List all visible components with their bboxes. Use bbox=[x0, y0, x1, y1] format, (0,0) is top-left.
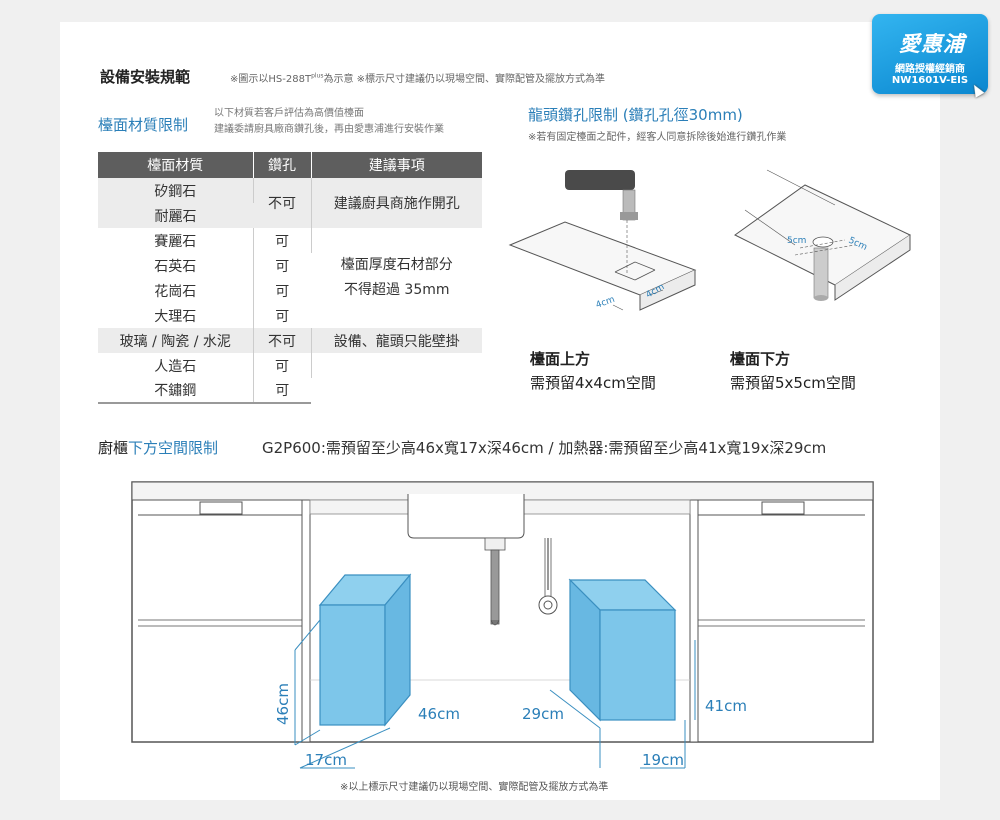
table-row: 耐麗石 bbox=[98, 203, 482, 228]
left-height-label: 46cm bbox=[274, 683, 292, 725]
right-height-label: 41cm bbox=[705, 697, 747, 715]
page-title: 設備安裝規範 bbox=[100, 68, 191, 86]
material-table: 檯面材質 鑽孔 建議事項 矽鋼石 不可 建議廚具商施作開孔 耐麗石 賽麗石 可 … bbox=[98, 152, 482, 404]
table-cell-line: 檯面厚度石材部分 bbox=[340, 257, 453, 273]
table-row: 賽麗石 可 檯面厚度石材部分 不得超過 35mm bbox=[98, 228, 482, 298]
faucet-diagram: 4cm 4cm 5cm 5cm bbox=[508, 169, 912, 311]
table-row: 花崗石 可 bbox=[98, 278, 482, 303]
table-cell: 可 bbox=[253, 228, 312, 253]
below-desc: 需預留5x5cm空間 bbox=[730, 374, 856, 392]
badge-dealer-code: NW1601V-EIS bbox=[891, 75, 969, 86]
faucet-note: ※若有固定檯面之配件，經客人同意拆除後始進行鑽孔作業 bbox=[528, 132, 787, 143]
counter-above-drawing: 4cm 4cm bbox=[508, 170, 697, 311]
table-row: 石英石 可 bbox=[98, 253, 482, 278]
table-row: 玻璃 / 陶瓷 / 水泥 不可 設備、龍頭只能壁掛 bbox=[98, 328, 482, 353]
table-cell-merged: 檯面厚度石材部分 不得超過 35mm bbox=[311, 228, 482, 328]
above-label: 檯面上方 bbox=[530, 350, 591, 368]
table-row: 人造石 可 bbox=[98, 353, 482, 378]
table-header: 檯面材質 bbox=[98, 152, 254, 178]
left-depth-label: 46cm bbox=[418, 705, 460, 723]
cabinet-title: 廚櫃下方空間限制 bbox=[98, 439, 219, 457]
above-desc: 需預留4x4cm空間 bbox=[530, 374, 656, 392]
table-cell: 可 bbox=[253, 378, 311, 404]
table-cell-line: 不得超過 35mm bbox=[343, 282, 450, 298]
material-desc-1: 以下材質若客戶評估為高價值檯面 bbox=[214, 108, 364, 119]
table-row: 不鏽鋼 可 bbox=[98, 378, 482, 404]
table-cell: 設備、龍頭只能壁掛 bbox=[311, 328, 482, 353]
purifier-space-box bbox=[318, 573, 412, 727]
table-cell: 石英石 bbox=[98, 253, 254, 278]
table-header: 建議事項 bbox=[311, 152, 482, 178]
cabinet-diagram: 46cm 46cm 17cm 29cm 41cm 19cm bbox=[131, 481, 874, 769]
below-dim-1: 5cm bbox=[787, 236, 806, 246]
right-width-label: 19cm bbox=[642, 751, 684, 769]
table-cell: 人造石 bbox=[98, 353, 254, 378]
above-dim-1: 4cm bbox=[595, 295, 617, 311]
right-depth-label: 29cm bbox=[522, 705, 564, 723]
table-cell: 可 bbox=[275, 283, 290, 300]
table-cell: 花崗石 bbox=[98, 278, 254, 303]
table-cell: 不鏽鋼 bbox=[98, 378, 254, 404]
table-cell: 大理石 bbox=[98, 303, 254, 328]
dealer-badge[interactable]: 愛惠浦 網路授權經銷商 NW1601V-EIS bbox=[872, 14, 988, 94]
table-cell: 賽麗石 bbox=[98, 228, 254, 253]
brand-logo: 愛惠浦 bbox=[899, 32, 965, 56]
material-title: 檯面材質限制 bbox=[98, 116, 189, 134]
cabinet-spec: G2P600:需預留至少高46x寬17x深46cm / 加熱器:需預留至少高41… bbox=[262, 439, 827, 457]
left-width-label: 17cm bbox=[305, 751, 347, 769]
table-cell: 可 bbox=[253, 353, 312, 378]
table-cell: 建議廚具商施作開孔 bbox=[311, 178, 482, 228]
heater-space-box bbox=[568, 578, 677, 722]
badge-dealer-text: 網路授權經銷商 bbox=[895, 64, 965, 75]
faucet-icon bbox=[565, 170, 635, 190]
header-note: ※圖示以HS-288Tplus為示意 ※標示尺寸建議仍以現場空間、實際配管及擺放… bbox=[230, 72, 606, 85]
table-cell bbox=[311, 353, 482, 403]
counter-below-drawing: 5cm 5cm bbox=[734, 169, 912, 301]
table-cell: 可 bbox=[275, 308, 290, 325]
footnote: ※以上標示尺寸建議仍以現場空間、實際配管及擺放方式為準 bbox=[340, 782, 609, 793]
below-label: 檯面下方 bbox=[730, 350, 791, 368]
faucet-title: 龍頭鑽孔限制 (鑽孔孔徑30mm) bbox=[528, 106, 743, 124]
table-row: 矽鋼石 不可 建議廚具商施作開孔 bbox=[98, 178, 482, 228]
table-cell: 可 bbox=[275, 258, 290, 275]
table-cell: 不可 bbox=[253, 328, 312, 353]
table-cell: 耐麗石 bbox=[98, 203, 253, 228]
table-row: 大理石 可 bbox=[98, 303, 482, 328]
material-desc-2: 建議委請廚具廠商鑽孔後，再由愛惠浦進行安裝作業 bbox=[214, 124, 444, 135]
table-cell: 不可 bbox=[253, 178, 312, 228]
table-header: 鑽孔 bbox=[253, 152, 312, 178]
table-cell: 玻璃 / 陶瓷 / 水泥 bbox=[98, 328, 254, 353]
table-cell: 矽鋼石 bbox=[98, 178, 254, 203]
